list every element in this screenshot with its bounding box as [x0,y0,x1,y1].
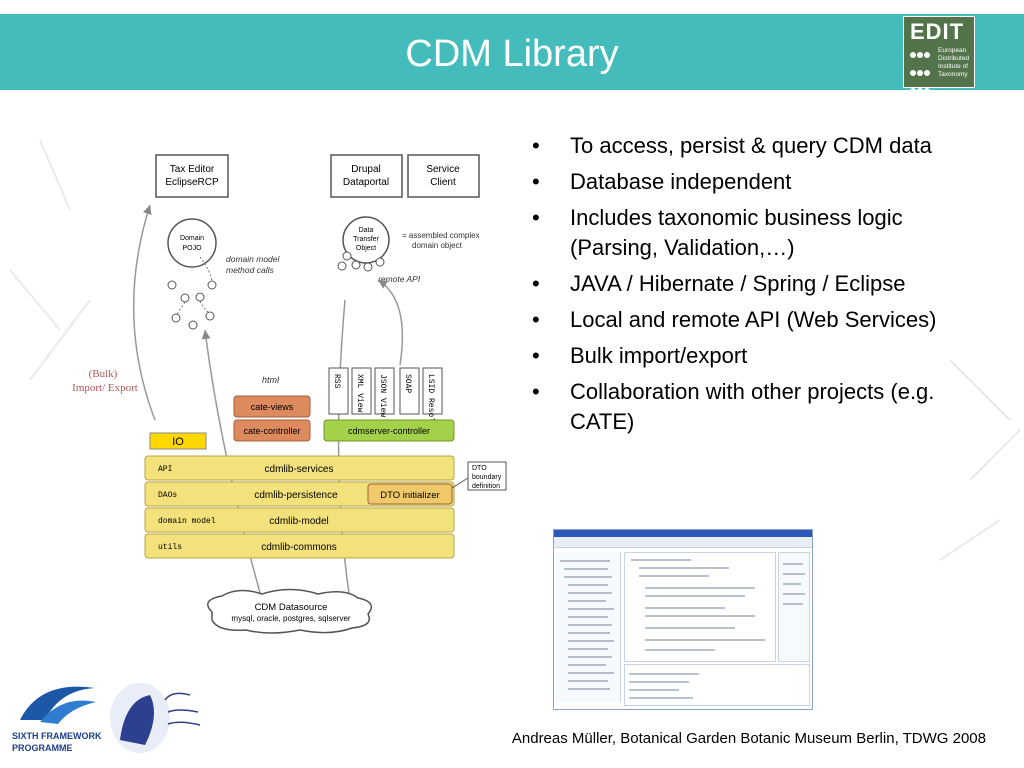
svg-text:Drupal: Drupal [351,164,380,175]
svg-text:boundary: boundary [472,474,502,481]
svg-text:Service: Service [426,164,460,175]
domain-model-calls-label: domain model [226,254,281,264]
bulk-arrow [132,204,156,421]
svg-text:Domain: Domain [180,235,204,242]
svg-text:XML View: XML View [355,374,364,413]
svg-text:IO: IO [172,436,184,448]
assembled-note-line1: = assembled complex [402,231,480,240]
svg-text:JSON View: JSON View [378,374,387,417]
cdmserver-controller-box: cdmserver-controller [323,419,455,442]
screenshot-menubar [554,537,812,548]
domain-pojo: Domain POJO [167,218,217,330]
svg-text:mysql, oracle, postgres, sqlse: mysql, oracle, postgres, sqlserver [231,614,350,623]
screenshot-package-explorer [556,552,621,702]
bullet-item: JAVA / Hibernate / Spring / Eclipse [530,269,970,299]
svg-text:Client: Client [430,177,456,188]
edit-logo-word: EDIT [910,19,965,44]
svg-text:cdmserver-controller: cdmserver-controller [348,426,430,436]
edit-logo: EDIT European Distributed Institute of T… [903,16,975,94]
drupal-box: Drupal Dataportal [330,154,403,198]
svg-text:cdmlib-persistence: cdmlib-persistence [254,490,338,501]
html-label: html [262,375,280,385]
svg-text:EclipseRCP: EclipseRCP [165,177,219,188]
assembled-note-line2: domain object [412,241,463,250]
import-export-label: Import/ Export [72,382,138,394]
svg-text:cate-views: cate-views [251,402,294,412]
svg-text:Transfer: Transfer [353,236,379,243]
footer-credit: Andreas Müller, Botanical Garden Botanic… [511,730,986,747]
svg-text:DTO: DTO [472,465,487,472]
dto-initializer-box: DTO initializer [367,483,453,505]
slide-title: CDM Library [405,33,619,75]
dto-object: Data Transfer Object [337,216,390,272]
edit-logo-subtitle: European Distributed Institute of Taxono… [938,47,970,78]
screenshot-console [624,664,810,706]
svg-text:definition: definition [472,483,500,490]
svg-text:cdmlib-commons: cdmlib-commons [261,542,337,553]
svg-text:RSS: RSS [332,374,341,389]
svg-text:Object: Object [356,245,376,252]
bullet-item: Includes taxonomic business logic (Parsi… [530,203,970,263]
bulk-label: (Bulk) [89,368,118,380]
bullet-item: Bulk import/export [530,341,970,371]
svg-text:cdmlib-services: cdmlib-services [265,464,334,475]
svg-text:Tax Editor: Tax Editor [170,164,215,175]
bullet-item: To access, persist & query CDM data [530,131,970,161]
bullet-item: Database independent [530,167,970,197]
remote-api-label: remote API [378,274,421,284]
svg-text:Dataportal: Dataportal [343,177,389,188]
method-calls-label: method calls [226,265,274,275]
bullet-item: Collaboration with other projects (e.g. … [530,377,970,437]
svg-text:PROGRAMME: PROGRAMME [12,743,73,753]
cetaf-logo [110,683,201,753]
io-box: IO [149,432,207,450]
layer-utils: utils cdmlib-commons [144,533,455,559]
eclipse-screenshot [553,529,813,710]
svg-text:DTO initializer: DTO initializer [380,490,439,501]
svg-text:cdmlib-model: cdmlib-model [269,516,328,527]
svg-text:POJO: POJO [182,245,202,252]
feature-bullets: To access, persist & query CDM data Data… [530,131,970,443]
svg-text:cate-controller: cate-controller [243,426,300,436]
svg-text:LSID Resolver: LSID Resolver [426,374,435,437]
remote-arrow-2 [377,279,404,366]
svg-text:Data: Data [359,227,374,234]
service-client-box: Service Client [407,154,480,198]
cate-controller-box: cate-controller [233,419,311,442]
screenshot-editor [624,552,776,662]
tax-editor-box: Tax Editor EclipseRCP [155,154,229,198]
vertical-services: RSS XML View JSON View SOAP LSID Resolve… [328,367,443,437]
svg-text:DAOs: DAOs [158,491,177,500]
svg-text:domain model: domain model [158,517,216,526]
layer-api: API cdmlib-services [144,455,455,481]
cdm-datasource: CDM Datasource mysql, oracle, postgres, … [207,588,373,634]
svg-text:utils: utils [158,543,182,552]
screenshot-outline [778,552,810,662]
background-decoration [9,139,1021,561]
bullet-item: Local and remote API (Web Services) [530,305,970,335]
layer-domain-model: domain model cdmlib-model [144,507,455,533]
svg-text:API: API [158,465,172,474]
cate-views-box: cate-views [233,395,311,418]
dto-boundary-note: DTO boundary definition [451,461,507,491]
screenshot-titlebar [554,530,812,537]
title-bar: CDM Library [0,14,1024,90]
svg-text:CDM Datasource: CDM Datasource [255,602,328,613]
edit-logo-dots [910,47,936,101]
svg-text:SOAP: SOAP [403,374,412,393]
svg-text:SIXTH FRAMEWORK: SIXTH FRAMEWORK [12,731,102,741]
sixth-framework-logo: SIXTH FRAMEWORK PROGRAMME [12,686,102,753]
